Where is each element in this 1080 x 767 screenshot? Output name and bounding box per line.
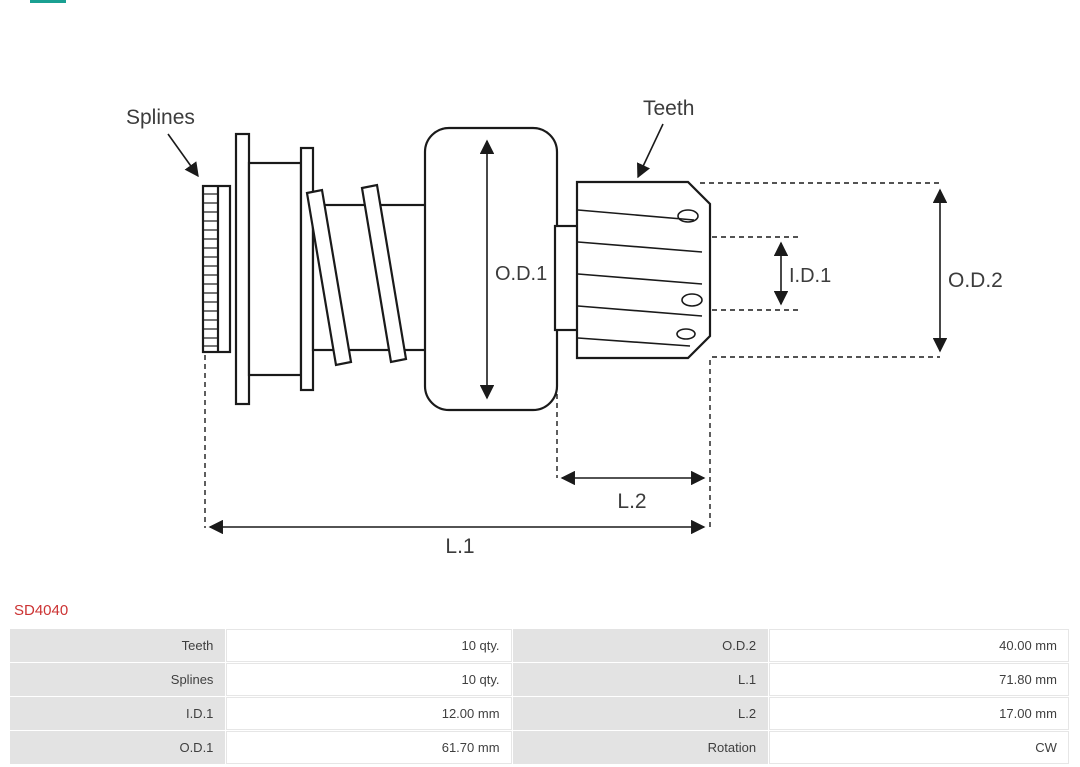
part-number: SD4040 (14, 602, 69, 619)
spec-label: Rotation (512, 731, 769, 764)
construction-lines (204, 182, 940, 528)
spline-hatch (204, 193, 218, 347)
spec-label: L.2 (512, 697, 769, 730)
drive-body-outline (201, 126, 712, 412)
spec-value: 61.70 mm (226, 731, 512, 764)
spec-label: Teeth (10, 629, 226, 662)
teeth-pointer-arrow (637, 123, 664, 179)
starter-drive-diagram: Splines Teeth O.D.1 I.D.1 O.D.2 L.2 L.1 (126, 97, 1003, 558)
brand-strip (30, 0, 66, 3)
spec-value: 10 qty. (226, 629, 512, 662)
spec-label: I.D.1 (10, 697, 226, 730)
id1-label: I.D.1 (789, 265, 831, 287)
splines-label: Splines (126, 106, 195, 129)
spec-label: L.1 (512, 663, 769, 696)
teeth-label: Teeth (643, 97, 694, 120)
pinion-teeth-lines (577, 209, 703, 347)
spec-value: 40.00 mm (769, 629, 1069, 662)
spec-value: 12.00 mm (226, 697, 512, 730)
od1-label: O.D.1 (495, 263, 547, 285)
neck (553, 224, 581, 332)
spec-label: O.D.1 (10, 731, 226, 764)
flange-2 (299, 146, 315, 392)
spline-sleeve (201, 184, 232, 354)
drive-drawing-svg: Splines Teeth O.D.1 I.D.1 O.D.2 L.2 L.1 (126, 97, 1003, 558)
spec-value: 17.00 mm (769, 697, 1069, 730)
splines-pointer-arrow (167, 133, 199, 178)
spec-value: 10 qty. (226, 663, 512, 696)
spec-label: Splines (10, 663, 226, 696)
flange-1 (234, 132, 251, 406)
od2-label: O.D.2 (948, 269, 1003, 292)
spring-coil-1 (305, 188, 353, 367)
hub (247, 161, 303, 377)
l1-label: L.1 (445, 535, 474, 558)
spring-coil-2 (360, 183, 408, 364)
spec-label: O.D.2 (512, 629, 769, 662)
dimension-arrows (167, 123, 948, 535)
spec-value: CW (769, 731, 1069, 764)
spec-value: 71.80 mm (769, 663, 1069, 696)
pinion (575, 180, 712, 360)
l2-label: L.2 (617, 490, 646, 513)
spec-table: Teeth 10 qty. O.D.2 40.00 mm Splines 10 … (10, 629, 1069, 764)
